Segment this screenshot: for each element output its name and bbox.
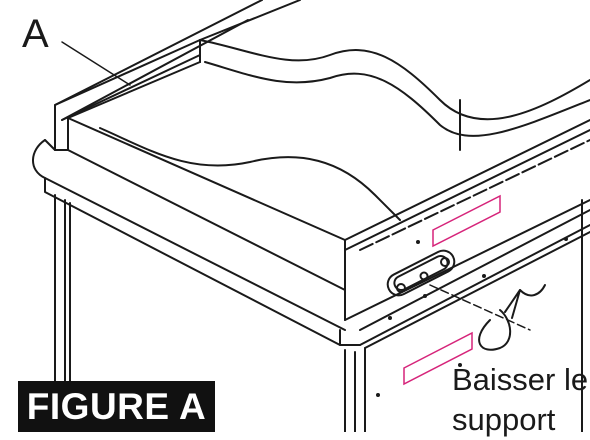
drawer-front-top2 xyxy=(344,129,590,251)
hole xyxy=(388,316,392,320)
hole xyxy=(482,274,486,278)
bracket-screw-center xyxy=(419,271,429,281)
highlight-rect-upper xyxy=(432,194,501,248)
cabinet-side-panel xyxy=(364,231,590,349)
drawer-rail-right xyxy=(199,0,301,41)
drawer-floor-wave xyxy=(99,127,401,221)
bracket-screw-right xyxy=(440,257,450,267)
bracket-screw-left xyxy=(396,283,406,293)
hole xyxy=(564,237,568,241)
instruction-caption: Baisser le support xyxy=(452,360,588,440)
cabinet-top-front xyxy=(359,209,590,346)
drawer-divider-panel xyxy=(199,39,590,121)
cabinet-front-panel-dash xyxy=(359,139,590,251)
drawer-front-top xyxy=(67,117,590,241)
part-label-a: A xyxy=(22,12,49,56)
label-a-leader xyxy=(61,41,131,86)
drawer-left-front xyxy=(54,61,201,151)
cabinet-top-under xyxy=(44,177,361,346)
drawer-rail-inner xyxy=(61,19,249,121)
hole xyxy=(423,294,427,298)
support-bracket xyxy=(386,249,456,297)
drawer-rail-left xyxy=(54,0,263,106)
drop-arrow xyxy=(519,284,546,297)
instruction-line-2: support xyxy=(452,402,556,437)
drawer-divider-lower xyxy=(204,61,590,137)
hole xyxy=(416,240,420,244)
rotation-arrow xyxy=(478,309,512,351)
cabinet-leg-mid xyxy=(344,347,366,432)
rotation-arrowhead xyxy=(504,289,521,319)
drawer-front-bottom xyxy=(344,199,590,321)
cabinet-top-ledge xyxy=(67,149,346,291)
figure-badge: FIGURE A xyxy=(18,381,215,432)
instruction-line-1: Baisser le xyxy=(452,362,589,397)
cabinet-top-ledge2 xyxy=(44,139,56,151)
hole xyxy=(376,393,380,397)
cabinet-top-edge xyxy=(32,139,346,331)
hole xyxy=(458,363,462,367)
axis-dash-line xyxy=(429,284,531,331)
highlight-rect-lower xyxy=(403,331,473,386)
